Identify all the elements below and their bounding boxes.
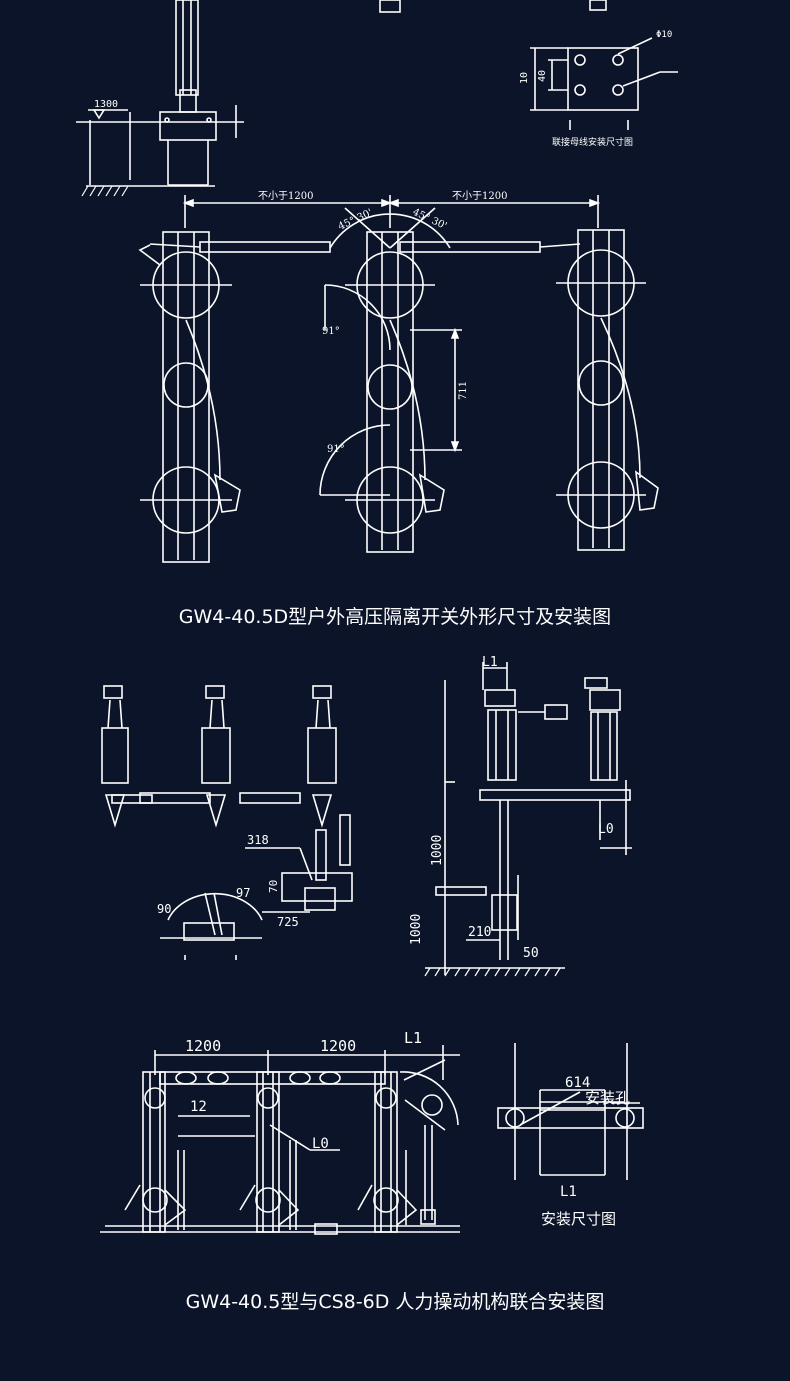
dim-97: 97 (236, 886, 250, 900)
dim-L1-bottom: L1 (404, 1029, 422, 1047)
bottom-pole-1 (124, 1071, 187, 1233)
busbar-mounting-detail: Φ10 10 40 联接母线安装尺寸图 (519, 30, 678, 148)
pole-unit-middle: 91° 91° 711 (319, 231, 469, 553)
install-hole-right (615, 1108, 635, 1128)
middle-right-side-view: L1 L0 1000 1000 210 50 (409, 655, 632, 977)
dim-L1-side: L1 (482, 655, 498, 670)
dim-1300: 1300 (94, 99, 118, 110)
bottom-pole-2 (239, 1071, 300, 1233)
dim-210: 210 (468, 925, 491, 940)
dim-spacing-left: 不小于1200 (258, 190, 313, 202)
bottom-assembly-drawing: 1200 1200 L1 (100, 1029, 460, 1235)
dim-70: 70 (267, 880, 280, 893)
insulator-post-3 (307, 685, 351, 881)
pole-unit-left (138, 231, 241, 563)
dim-318: 318 (247, 833, 269, 847)
angle-91-bottom: 91° (327, 444, 345, 455)
dim-50: 50 (523, 946, 539, 961)
install-hole-label: 安装孔 (585, 1089, 630, 1107)
dim-spacing-right: 不小于1200 (452, 190, 507, 202)
dim-1000-b: 1000 (409, 914, 424, 945)
dim-725: 725 (277, 915, 299, 929)
dim-1200-a: 1200 (185, 1037, 221, 1055)
angle-91-top: 91° (322, 326, 340, 337)
insulator-post-2 (139, 685, 301, 828)
dim-1000-a: 1000 (430, 835, 445, 866)
dim-phi10: Φ10 (656, 30, 672, 40)
bottom-caption: GW4-40.5型与CS8-6D 人力操动机构联合安装图 (185, 1291, 605, 1313)
insulator-post-1 (101, 685, 153, 828)
dim-1200-b: 1200 (320, 1037, 356, 1055)
dim-614: 614 (565, 1075, 590, 1091)
dim-L1-install: L1 (560, 1184, 577, 1200)
top-caption: GW4-40.5D型户外高压隔离开关外形尺寸及安装图 (178, 606, 612, 628)
pole-unit-right (556, 229, 659, 551)
install-caption: 安装尺寸图 (541, 1210, 616, 1228)
dim-12: 12 (190, 1099, 207, 1115)
dim-40: 40 (537, 70, 548, 82)
top-assembly-drawing: 1300 Φ10 10 40 联接母线安装尺寸图 (76, 0, 678, 563)
dim-90: 90 (157, 902, 171, 916)
bottom-pole-3 (357, 1059, 459, 1233)
dim-10: 10 (519, 72, 530, 84)
busbar-caption: 联接母线安装尺寸图 (552, 136, 633, 148)
insulator-stub (175, 0, 199, 96)
dim-L0-bottom: L0 (312, 1136, 329, 1152)
base-flange (159, 111, 217, 141)
dim-L0-side: L0 (598, 822, 614, 837)
install-hole-left (505, 1108, 525, 1128)
middle-left-assembly: 318 70 725 90 97 (101, 685, 353, 960)
install-dimension-drawing: 614 安装孔 L1 安装尺寸图 (497, 1043, 644, 1228)
dim-711: 711 (458, 381, 469, 400)
